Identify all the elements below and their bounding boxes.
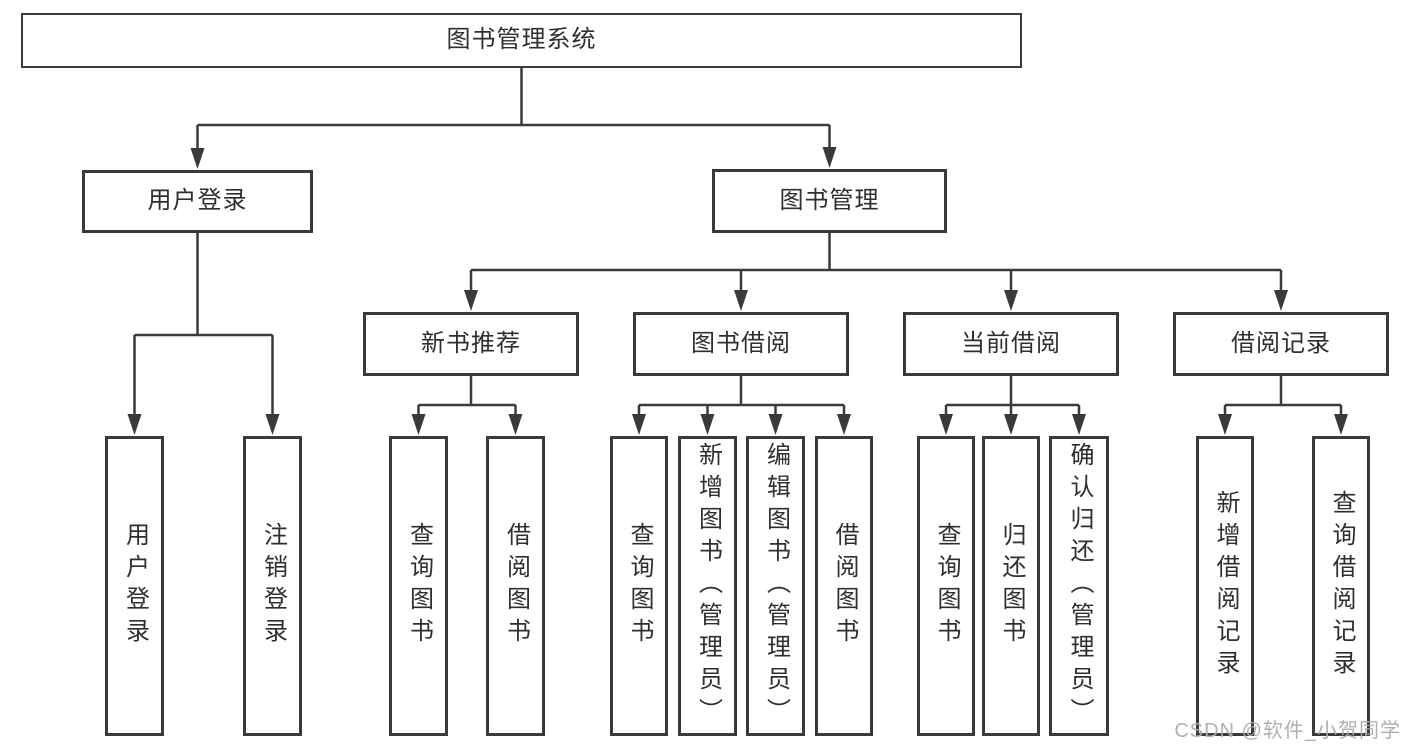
node-label: 查询借阅记录 (1328, 490, 1355, 682)
node-label: 图书管理系统 (446, 26, 597, 54)
node-label: 编辑图书（管理员） (762, 442, 790, 730)
node-label: 借阅记录 (1231, 329, 1331, 357)
node-label: 归还图书 (998, 522, 1025, 650)
node-leaf-query-books-b: 查询图书 (610, 436, 668, 736)
node-book-borrow: 图书借阅 (633, 312, 849, 376)
arrowhead-icon (265, 414, 280, 435)
arrowhead-icon (411, 414, 426, 435)
node-label: 用户登录 (121, 522, 149, 650)
node-label: 当前借阅 (961, 329, 1061, 357)
node-label: 新增图书（管理员） (694, 442, 722, 730)
node-label: 查询图书 (405, 522, 433, 650)
arrowhead-icon (1072, 414, 1086, 435)
node-label: 查询图书 (933, 522, 960, 650)
node-leaf-query-books-a: 查询图书 (389, 436, 448, 736)
arrowhead-icon (768, 414, 783, 435)
node-label: 借阅图书 (502, 522, 530, 650)
node-leaf-confirm-return-admin: 确认归还（管理员） (1049, 436, 1109, 736)
node-current-borrow: 当前借阅 (903, 312, 1119, 376)
node-leaf-add-book-admin: 新增图书（管理员） (678, 436, 737, 736)
arrowhead-icon (464, 290, 478, 311)
arrowhead-icon (700, 414, 715, 435)
watermark: CSDN @软件_小贺同学 (1174, 720, 1401, 742)
arrowhead-icon (1334, 414, 1348, 435)
node-label: 图书管理 (779, 186, 880, 214)
node-book-management: 图书管理 (712, 169, 947, 233)
node-root-system: 图书管理系统 (21, 13, 1022, 68)
node-leaf-logout: 注销登录 (243, 436, 302, 736)
node-label: 新书推荐 (421, 329, 521, 357)
node-leaf-user-login: 用户登录 (105, 436, 164, 736)
node-borrow-records: 借阅记录 (1173, 312, 1389, 376)
arrowhead-icon (190, 148, 205, 169)
node-leaf-query-books-c: 查询图书 (917, 436, 975, 736)
node-leaf-borrow-books-a: 借阅图书 (486, 436, 545, 736)
arrowhead-icon (1004, 290, 1018, 311)
arrowhead-icon (1274, 290, 1288, 311)
node-leaf-add-borrow-record: 新增借阅记录 (1196, 436, 1254, 736)
arrowhead-icon (1004, 414, 1018, 435)
node-leaf-borrow-books-b: 借阅图书 (815, 436, 873, 736)
node-new-book-recommend: 新书推荐 (363, 312, 579, 376)
arrowhead-icon (508, 414, 523, 435)
arrowhead-icon (822, 147, 837, 168)
node-leaf-query-borrow-record: 查询借阅记录 (1312, 436, 1370, 736)
node-label: 确认归还（管理员） (1066, 442, 1093, 730)
arrowhead-icon (837, 414, 851, 435)
node-label: 查询图书 (626, 522, 653, 650)
node-leaf-edit-book-admin: 编辑图书（管理员） (746, 436, 805, 736)
node-user-login: 用户登录 (82, 170, 313, 233)
arrowhead-icon (939, 414, 953, 435)
node-label: 借阅图书 (831, 522, 858, 650)
arrowhead-icon (734, 290, 748, 311)
node-label: 注销登录 (259, 522, 287, 650)
arrowhead-icon (1218, 414, 1232, 435)
node-leaf-return-books: 归还图书 (982, 436, 1040, 736)
arrowhead-icon (127, 414, 142, 435)
arrowhead-icon (632, 414, 646, 435)
node-label: 用户登录 (147, 187, 248, 215)
node-label: 新增借阅记录 (1212, 490, 1239, 682)
node-label: 图书借阅 (691, 329, 791, 357)
